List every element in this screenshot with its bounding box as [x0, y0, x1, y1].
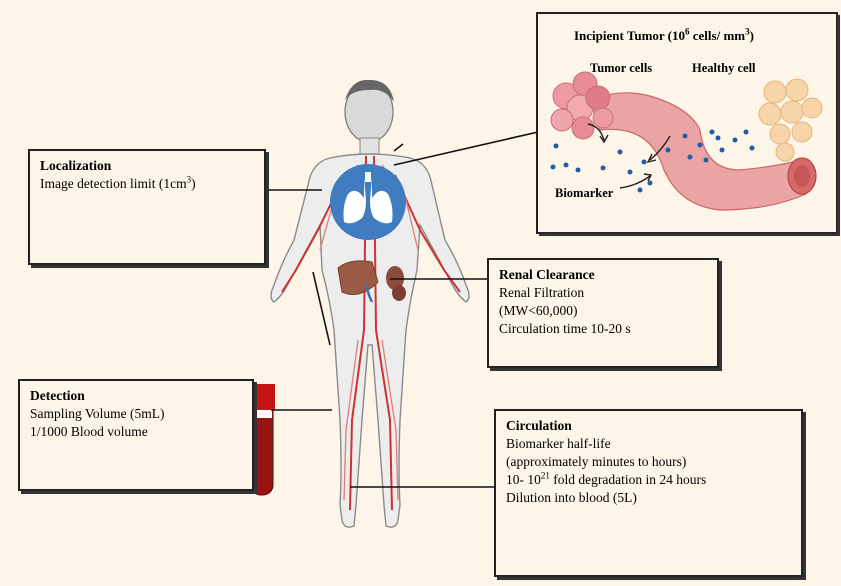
renal-title: Renal Clearance — [499, 267, 595, 282]
human-body — [270, 79, 470, 528]
circulation-line: 10- 1021 fold degradation in 24 hours — [506, 470, 707, 487]
healthy-cell-label: Healthy cell — [692, 61, 756, 75]
tumor-cells-cluster — [550, 71, 614, 140]
tumor-cells-label: Tumor cells — [590, 61, 653, 75]
renal-line: Circulation time 10-20 s — [499, 321, 631, 336]
connector-lines — [266, 131, 539, 488]
circulation-line: Dilution into blood (5L) — [506, 490, 637, 505]
detection-line: 1/1000 Blood volume — [30, 424, 148, 439]
circulation-box: Circulation Biomarker half-life (approxi… — [494, 409, 803, 577]
renal-line: Renal Filtration — [499, 285, 585, 300]
localization-line: Image detection limit (1cm3) — [40, 174, 196, 191]
localization-box: Localization Image detection limit (1cm3… — [28, 149, 266, 265]
renal-line: (MW<60,000) — [499, 303, 578, 318]
detection-box: Detection Sampling Volume (5mL) 1/1000 B… — [18, 379, 254, 491]
detection-line: Sampling Volume (5mL) — [30, 406, 165, 421]
biomarker-label: Biomarker — [555, 186, 614, 200]
biomarker-dots — [550, 129, 755, 193]
healthy-cells-cluster — [758, 78, 823, 162]
tumor-inset-title: Incipient Tumor (106 cells/ mm3) — [574, 26, 754, 43]
circulation-title: Circulation — [506, 418, 572, 433]
renal-clearance-box: Renal Clearance Renal Filtration (MW<60,… — [487, 258, 719, 368]
arrows — [587, 123, 671, 189]
circulation-line: (approximately minutes to hours) — [506, 454, 687, 469]
circulation-line: Biomarker half-life — [506, 436, 611, 451]
detection-title: Detection — [30, 388, 85, 403]
localization-title: Localization — [40, 158, 112, 173]
blood-vessel-illustration — [589, 92, 817, 211]
